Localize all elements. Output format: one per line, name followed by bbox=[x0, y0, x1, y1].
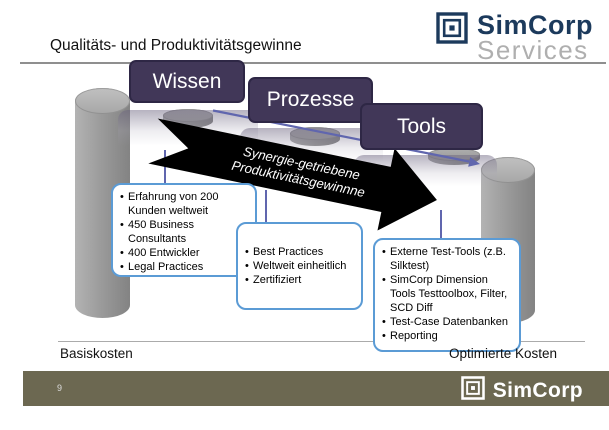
bullet-item: •400 Entwickler bbox=[120, 247, 200, 259]
stage-label: Wissen bbox=[152, 69, 222, 93]
bullet-marker: • bbox=[382, 274, 386, 286]
page-number: 9 bbox=[57, 383, 63, 393]
stage-label: Prozesse bbox=[266, 88, 355, 111]
bullet-marker: • bbox=[245, 246, 249, 258]
footer-logo-text: SimCorp bbox=[492, 378, 583, 402]
cylinder-top bbox=[481, 157, 535, 183]
callout-wissen: •Erfahrung von 200 Kunden weltweit •450 … bbox=[111, 183, 257, 277]
stage-box-tools: Tools bbox=[360, 103, 483, 150]
reflection-tools bbox=[354, 155, 497, 195]
simcorp-logo-icon bbox=[460, 376, 485, 405]
callout-tools: •Externe Test-Tools (z.B. Silktest) •Sim… bbox=[373, 238, 521, 352]
bullet-marker: • bbox=[120, 261, 124, 273]
bullet-marker: • bbox=[245, 274, 249, 286]
bullet-marker: • bbox=[120, 191, 124, 203]
label-optimierte-kosten: Optimierte Kosten bbox=[448, 346, 557, 361]
header-logo: SimCorp Services bbox=[436, 12, 593, 63]
bullet-marker: • bbox=[382, 246, 386, 258]
bullet-item: •450 Business Consultants bbox=[120, 219, 195, 245]
label-basiskosten: Basiskosten bbox=[60, 346, 133, 361]
bullet-item: •Legal Practices bbox=[120, 261, 204, 273]
cylinder-top bbox=[75, 88, 130, 114]
stage-label: Tools bbox=[396, 114, 447, 138]
footer-logo: SimCorp bbox=[460, 376, 583, 405]
footer-bar: 9 SimCorp bbox=[23, 371, 609, 406]
bullet-item: •Zertifiziert bbox=[245, 274, 302, 286]
bullet-item: •Test-Case Datenbanken bbox=[382, 316, 509, 328]
bullet-item: •Externe Test-Tools (z.B. Silktest) bbox=[382, 246, 506, 272]
bullet-item: •Weltweit einheitlich bbox=[245, 260, 347, 272]
logo-text-services: Services bbox=[476, 35, 589, 65]
bullet-item: •Reporting bbox=[382, 330, 438, 342]
slide-title: Qualitäts- und Produktivitätsgewinne bbox=[50, 37, 302, 54]
bullet-item: •SimCorp Dimension Tools Testtoolbox, Fi… bbox=[382, 274, 508, 314]
simcorp-logo-icon bbox=[436, 12, 468, 49]
bullet-marker: • bbox=[382, 316, 386, 328]
bullet-item: •Best Practices bbox=[245, 246, 324, 258]
bullet-marker: • bbox=[120, 219, 124, 231]
bullet-marker: • bbox=[382, 330, 386, 342]
bullet-item: •Erfahrung von 200 Kunden weltweit bbox=[120, 191, 219, 217]
logo-text-simcorp: SimCorp bbox=[476, 10, 593, 40]
reflection-wissen bbox=[118, 110, 258, 156]
bullet-marker: • bbox=[120, 247, 124, 259]
bullet-marker: • bbox=[245, 260, 249, 272]
header-divider-line bbox=[20, 62, 606, 64]
stage-box-prozesse: Prozesse bbox=[248, 77, 373, 123]
stage-box-wissen: Wissen bbox=[129, 60, 245, 103]
baseline-divider bbox=[58, 341, 585, 342]
callout-prozesse: •Best Practices •Weltweit einheitlich •Z… bbox=[236, 222, 363, 310]
